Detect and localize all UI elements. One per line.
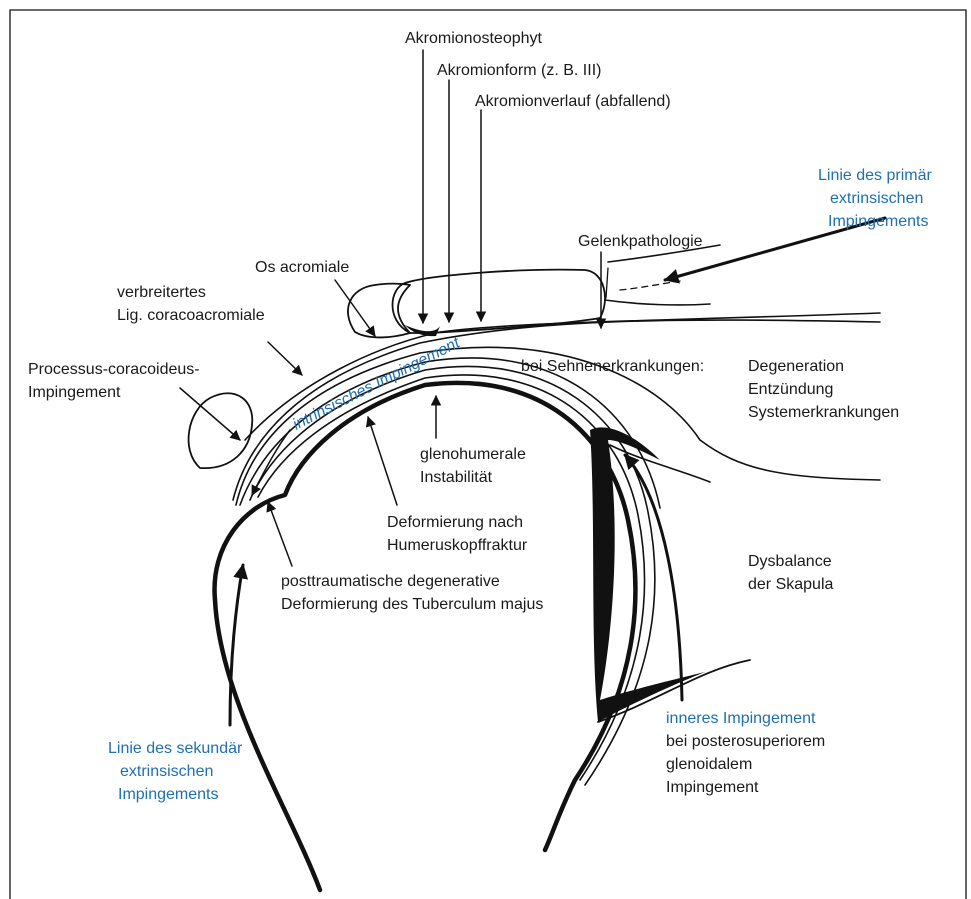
label-processus-2: Impingement [28, 384, 121, 401]
label-os-acromiale: Os acromiale [255, 259, 349, 276]
arrow-posttrauma [268, 502, 292, 566]
label-glenohumeral-1: glenohumerale [420, 446, 526, 463]
distal-acromion-joint [606, 268, 608, 298]
label-lig-1: verbreitertes [117, 284, 206, 301]
label-deformierung-2: Humeruskopffraktur [387, 537, 528, 554]
arrow-os-acromiale [335, 280, 375, 336]
distal-acromion-lower [605, 300, 710, 305]
arrow-intrinsisch [252, 430, 290, 495]
label-dysbalance-2: der Skapula [748, 576, 833, 593]
label-processus-1: Processus-coracoideus- [28, 361, 200, 378]
label-linie-primaer-2: extrinsischen [830, 190, 923, 207]
label-deformierung-1: Deformierung nach [387, 514, 523, 531]
label-sehnenerkrankungen: bei Sehnenerkrankungen: [521, 358, 704, 375]
acromion-hidden-contour [620, 281, 680, 290]
label-linie-sekundaer-3: Impingements [118, 786, 219, 803]
label-glenohumeral-2: Instabilität [420, 469, 493, 486]
label-inneres-3: glenoidalem [666, 756, 752, 773]
label-degeneration: Degeneration [748, 358, 844, 375]
label-inneres-4: Impingement [666, 779, 759, 796]
label-inneres-2: bei posterosuperiorem [666, 733, 825, 750]
label-akromionverlauf: Akromionverlauf (abfallend) [475, 93, 671, 110]
label-systemerkrankungen: Systemerkrankungen [748, 404, 899, 421]
label-posttrauma-2: Deformierung des Tuberculum majus [281, 596, 543, 613]
label-akromionosteophyt: Akromionosteophyt [405, 30, 543, 47]
label-akromionform: Akromionform (z. B. III) [437, 62, 601, 79]
acromion-osteophyte [405, 325, 440, 336]
label-linie-sekundaer-2: extrinsischen [120, 763, 213, 780]
label-posttrauma-1: posttraumatische degenerative [281, 573, 500, 590]
glenoid-rim [590, 427, 705, 722]
arrow-lig [268, 342, 302, 375]
label-inneres-1: inneres Impingement [666, 710, 816, 727]
label-lig-2: Lig. coracoacromiale [117, 307, 265, 324]
label-linie-primaer-1: Linie des primär [818, 167, 933, 184]
label-entzuendung: Entzündung [748, 381, 833, 398]
label-dysbalance-1: Dysbalance [748, 553, 832, 570]
label-linie-sekundaer-1: Linie des sekundär [108, 740, 243, 757]
arrow-deformierung [368, 417, 397, 505]
label-gelenkpathologie: Gelenkpathologie [578, 233, 703, 250]
label-linie-primaer-3: Impingements [828, 213, 929, 230]
